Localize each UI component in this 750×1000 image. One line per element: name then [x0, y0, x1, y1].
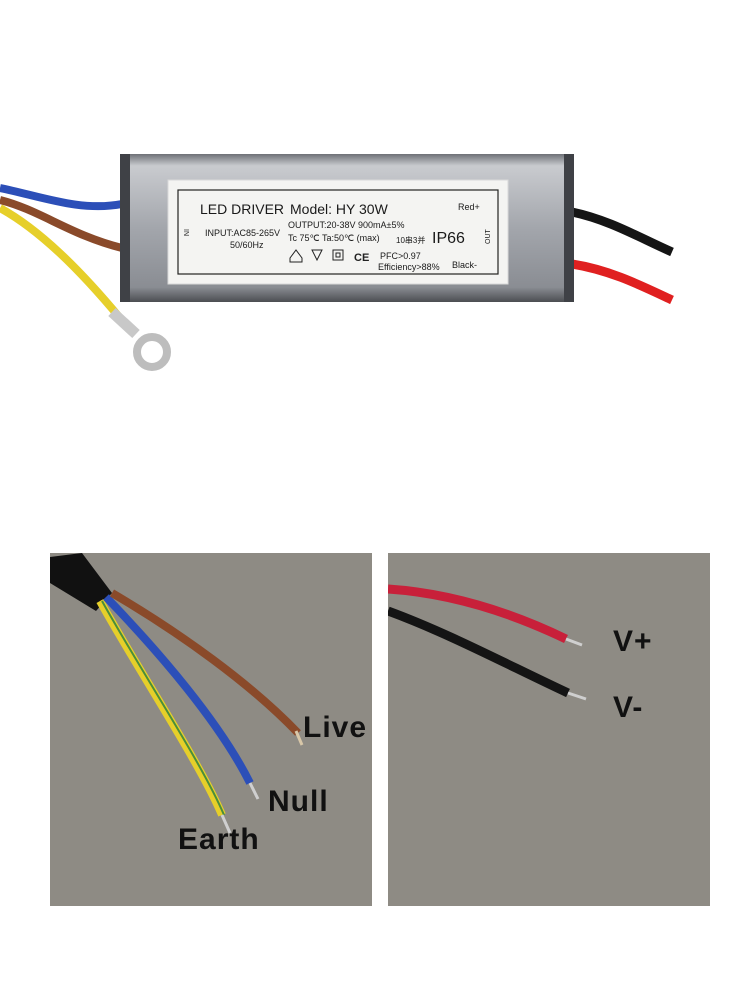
brown-live-wire — [109, 589, 301, 736]
label-efficiency: Efficiency>88% — [378, 262, 440, 272]
red-output-wire — [571, 259, 674, 305]
null-label: Null — [268, 785, 329, 818]
brown-wire — [0, 196, 123, 252]
driver-label — [167, 179, 509, 285]
red-positive-wire — [388, 584, 568, 644]
label-out-mark: OUT — [485, 229, 492, 245]
label-temp: Tc 75℃ Ta:50℃ (max) — [288, 233, 380, 243]
svg-text:CE: CE — [354, 252, 369, 264]
label-freq: 50/60Hz — [230, 240, 264, 250]
label-black: Black- — [452, 260, 477, 270]
earth-label: Earth — [178, 823, 260, 856]
ac-wires-illustration — [50, 553, 304, 834]
label-pfc: PFC>0.97 — [380, 251, 421, 261]
positive-label: V+ — [613, 625, 653, 658]
label-model: Model: HY 30W — [290, 201, 389, 217]
live-label: Live — [303, 711, 368, 744]
blue-wire — [0, 184, 123, 211]
label-rating: IP66 — [432, 230, 465, 247]
driver-illustration: LED DRIVER Model: HY 30W OUTPUT:20-38V 9… — [0, 154, 674, 371]
yellow-wire — [0, 204, 124, 321]
ac-wires-panel: Live Null Earth — [50, 553, 372, 906]
label-input: INPUT:AC85-265V — [205, 228, 280, 238]
ring-terminal — [133, 333, 171, 371]
black-sheath — [50, 553, 112, 611]
yellow-earth-wire — [96, 599, 226, 817]
black-negative-wire — [388, 606, 570, 698]
label-title: LED DRIVER — [200, 201, 284, 217]
label-in-mark: IN — [182, 229, 189, 236]
dc-wires-panel: V+ V- — [388, 553, 710, 906]
label-red: Red+ — [458, 202, 480, 212]
label-output: OUTPUT:20-38V 900mA±5% — [288, 220, 405, 230]
dc-wires-illustration — [388, 584, 587, 701]
black-output-wire — [571, 207, 674, 257]
blue-null-wire — [103, 594, 254, 785]
label-config: 10串3并 — [396, 235, 425, 245]
negative-label: V- — [613, 691, 644, 724]
driver-photo: LED DRIVER Model: HY 30W OUTPUT:20-38V 9… — [0, 154, 674, 371]
certification-icons: CE — [289, 249, 369, 264]
